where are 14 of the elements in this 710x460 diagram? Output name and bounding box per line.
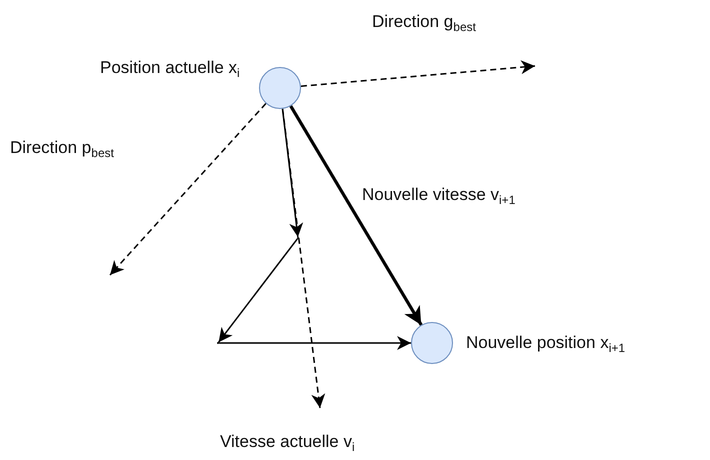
arrow [289,105,423,326]
particle-circle [259,67,301,109]
edge-label: Direction p$_{best}$ [10,138,114,158]
dashed-arrow [109,103,266,276]
particle-circle [411,322,453,364]
edge-label: Direction g$_{best}$ [372,12,476,32]
arrow [219,336,411,350]
arrow [282,108,304,238]
position-label: Position actuelle x$_{i}$ [100,58,240,78]
edge-label: Nouvelle vitesse v$_{i+1}$ [362,185,516,205]
position-label: Nouvelle position x$_{i+1}$ [466,333,626,353]
arrow [218,238,298,343]
edge-label: Vitesse actuelle v$_{i}$ [220,432,355,452]
dashed-arrow [300,60,536,87]
